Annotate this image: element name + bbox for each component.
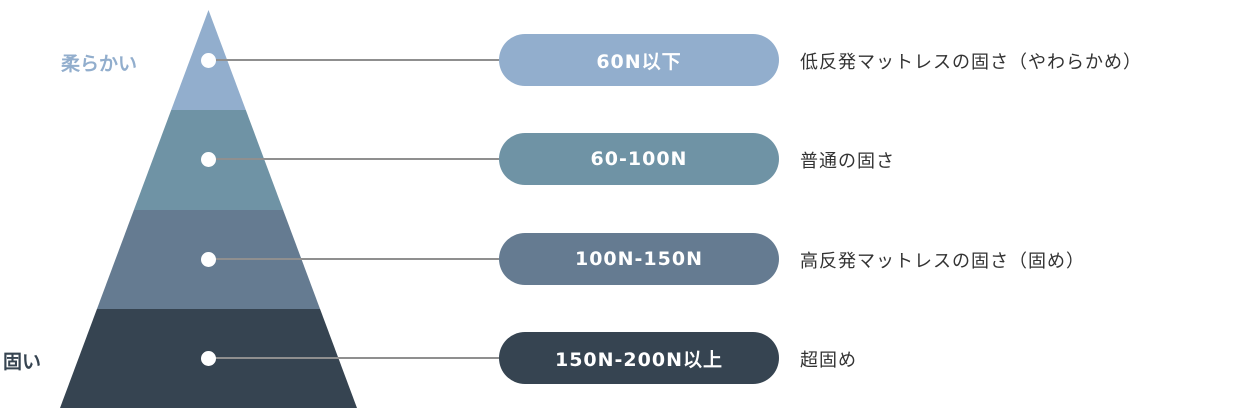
marker-dot <box>201 252 216 267</box>
level-description: 超固め <box>800 350 857 371</box>
level-description: 低反発マットレスの固さ（やわらかめ） <box>800 52 1142 73</box>
connector-line <box>208 158 499 160</box>
marker-dot <box>201 53 216 68</box>
range-pill: 60N以下 <box>499 34 779 86</box>
marker-dot <box>201 152 216 167</box>
soft-label: 柔らかい <box>61 53 138 75</box>
hard-label: 固い <box>3 351 42 373</box>
level-description: 高反発マットレスの固さ（固め） <box>800 251 1085 272</box>
range-pill: 60-100N <box>499 133 779 185</box>
range-pill: 100N-150N <box>499 233 779 285</box>
connector-line <box>208 59 499 61</box>
range-pill: 150N-200N以上 <box>499 332 779 384</box>
connector-line <box>208 357 499 359</box>
level-description: 普通の固さ <box>800 151 895 172</box>
connector-line <box>208 258 499 260</box>
marker-dot <box>201 351 216 366</box>
